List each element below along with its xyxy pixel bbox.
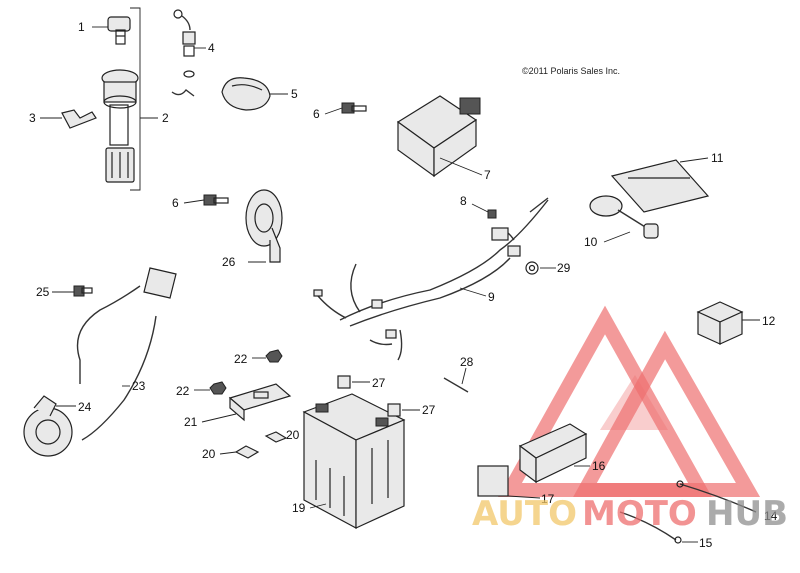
fuse-box xyxy=(518,423,588,484)
watermark-logo xyxy=(498,305,761,497)
callout-21: 21 xyxy=(184,415,198,429)
wire-strap xyxy=(81,315,157,441)
callout-22a: 22 xyxy=(234,352,248,366)
callout-20a: 20 xyxy=(286,428,300,442)
svg-text:AUTO: AUTO xyxy=(472,494,577,534)
fuse-lead xyxy=(619,511,682,544)
callout-6b: 6 xyxy=(172,196,179,210)
horn xyxy=(245,189,283,263)
cover-bag xyxy=(610,159,710,213)
copyright-text: ©2011 Polaris Sales Inc. xyxy=(522,66,620,76)
callout-4: 4 xyxy=(208,41,215,55)
screw-lower xyxy=(203,194,229,206)
foam-pad-b xyxy=(234,445,260,459)
flasher-relay xyxy=(589,195,659,239)
callout-24: 24 xyxy=(78,400,92,414)
callout-9: 9 xyxy=(488,290,495,304)
wire-harness xyxy=(313,197,549,361)
callout-10: 10 xyxy=(584,235,598,249)
terminal-cap-a xyxy=(337,375,351,389)
callout-17: 17 xyxy=(541,492,555,506)
screw-small xyxy=(487,209,497,219)
callout-28: 28 xyxy=(460,355,474,369)
indicator-lamp-housing xyxy=(221,77,271,111)
callout-3: 3 xyxy=(29,111,36,125)
relay xyxy=(696,301,744,345)
ignition-key xyxy=(107,16,131,45)
callout-7: 7 xyxy=(484,168,491,182)
battery-hold-down xyxy=(228,383,292,422)
fuse-holder xyxy=(477,465,509,497)
battery xyxy=(302,393,406,530)
callout-27b: 27 xyxy=(422,403,436,417)
callout-6a: 6 xyxy=(313,107,320,121)
svg-text:HUB: HUB xyxy=(706,494,788,534)
svg-text:MOTO: MOTO xyxy=(582,494,697,534)
callout-12: 12 xyxy=(762,314,776,328)
terminal-cap-b xyxy=(387,403,401,417)
star-washer xyxy=(525,261,539,275)
ground-lead xyxy=(676,480,757,513)
speed-sensor xyxy=(23,267,177,457)
callout-22b: 22 xyxy=(176,384,190,398)
screw-mount xyxy=(73,285,93,297)
callout-11: 11 xyxy=(711,151,724,165)
screw-upper xyxy=(341,102,367,114)
ignition-switch xyxy=(101,69,139,183)
callout-8: 8 xyxy=(460,194,467,208)
callout-19: 19 xyxy=(292,501,306,515)
nut-upper xyxy=(265,349,283,363)
voltage-regulator xyxy=(396,95,481,178)
callout-1: 1 xyxy=(78,20,85,34)
callout-14: 14 xyxy=(764,509,778,523)
callout-23: 23 xyxy=(132,379,146,393)
watermark-text: AUTO MOTO HUB xyxy=(472,494,788,534)
callout-26: 26 xyxy=(222,255,236,269)
callout-15: 15 xyxy=(699,536,713,550)
callout-16: 16 xyxy=(592,459,606,473)
callout-2: 2 xyxy=(162,111,169,125)
nut-lower xyxy=(209,381,227,395)
connector-pin xyxy=(443,377,469,393)
retaining-clip xyxy=(61,109,97,129)
indicator-bulb xyxy=(171,9,196,97)
callout-5: 5 xyxy=(291,87,298,101)
callout-27a: 27 xyxy=(372,376,386,390)
callout-29: 29 xyxy=(557,261,571,275)
foam-pad-a xyxy=(264,431,288,443)
callout-25: 25 xyxy=(36,285,50,299)
callout-20b: 20 xyxy=(202,447,216,461)
